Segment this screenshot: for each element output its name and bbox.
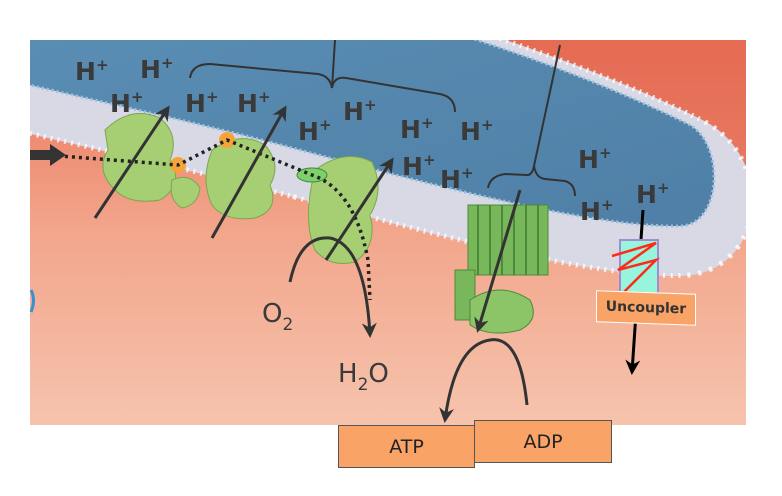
uncoupler-label: Uncoupler [596, 290, 696, 326]
proton-label: H+ [440, 164, 474, 194]
proton-label: H+ [580, 196, 614, 226]
atp-label-box: ATP [338, 425, 475, 468]
water-label: H2O [338, 359, 389, 395]
proton-label: H+ [400, 114, 434, 144]
oxygen-reduction-arrow [288, 236, 377, 338]
uncoupler-channel [611, 239, 661, 296]
proton-pump-arrow-3 [324, 157, 394, 261]
proton-label: H+ [343, 96, 377, 126]
proton-pump-arrow-2 [210, 105, 287, 239]
proton-label: H+ [578, 144, 612, 174]
complex-iii [205, 138, 276, 220]
oxygen-label: O2 [262, 299, 293, 335]
electron-entry-arrow-icon [30, 144, 66, 166]
cropped-mark [29, 289, 35, 313]
bracket-electron-transport [189, 40, 456, 113]
proton-label: H+ [237, 88, 271, 118]
proton-label: H+ [75, 56, 109, 86]
atp-synthase-proton-arrow [474, 189, 522, 333]
electron-transport-path [30, 138, 372, 301]
outer-compartment [440, 40, 746, 230]
adp-label-box: ADP [474, 420, 612, 463]
atp-synthesis-arrow [439, 338, 529, 423]
proton-pump-arrow-1 [93, 105, 170, 219]
proton-labels: H+ H+ H+ H+ H+ H+ H+ H+ H+ H+ H+ H+ H+ H… [75, 54, 670, 226]
proton-label: H+ [402, 151, 436, 181]
proton-label: H+ [636, 179, 670, 209]
proton-label: H+ [110, 88, 144, 118]
proton-label: H+ [140, 54, 174, 84]
bracket-atp-synthase [487, 44, 576, 197]
proton-label: H+ [298, 116, 332, 146]
proton-label: H+ [460, 116, 494, 146]
proton-label: H+ [185, 88, 219, 118]
